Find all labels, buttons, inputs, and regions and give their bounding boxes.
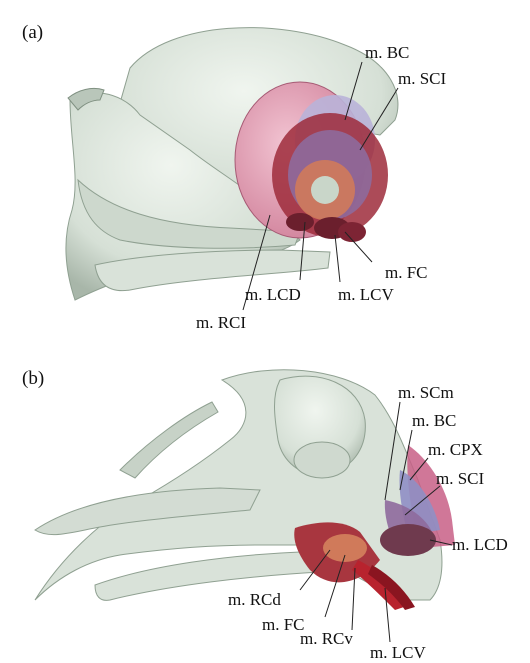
- panel-a-tag: (a): [22, 22, 43, 43]
- label-lcv-b: m. LCV: [370, 643, 426, 662]
- label-bc-a: m. BC: [365, 43, 409, 62]
- panel-a: (a) m. BC m. SCI m. F: [22, 22, 447, 332]
- label-bc-b: m. BC: [412, 411, 456, 430]
- label-sci-b: m. SCI: [436, 469, 485, 488]
- label-rcd-b: m. RCd: [228, 590, 281, 609]
- lower-jaw-b: [95, 552, 330, 600]
- label-lcv-a: m. LCV: [338, 285, 394, 304]
- label-cpx-b: m. CPX: [428, 440, 483, 459]
- label-fc-a: m. FC: [385, 263, 428, 282]
- label-fc-b: m. FC: [262, 615, 305, 634]
- label-rcv-b: m. RCv: [300, 629, 353, 648]
- cerebellum-b: [294, 442, 350, 478]
- label-rci-a: m. RCI: [196, 313, 246, 332]
- label-lcd-a: m. LCD: [245, 285, 301, 304]
- label-scm-b: m. SCm: [398, 383, 454, 402]
- leader-lcv-a: [335, 235, 340, 282]
- label-lcd-b: m. LCD: [452, 535, 508, 554]
- panel-b-tag: (b): [22, 368, 44, 389]
- panel-b: (b) m. SCm m: [22, 368, 508, 662]
- label-sci-a: m. SCI: [398, 69, 447, 88]
